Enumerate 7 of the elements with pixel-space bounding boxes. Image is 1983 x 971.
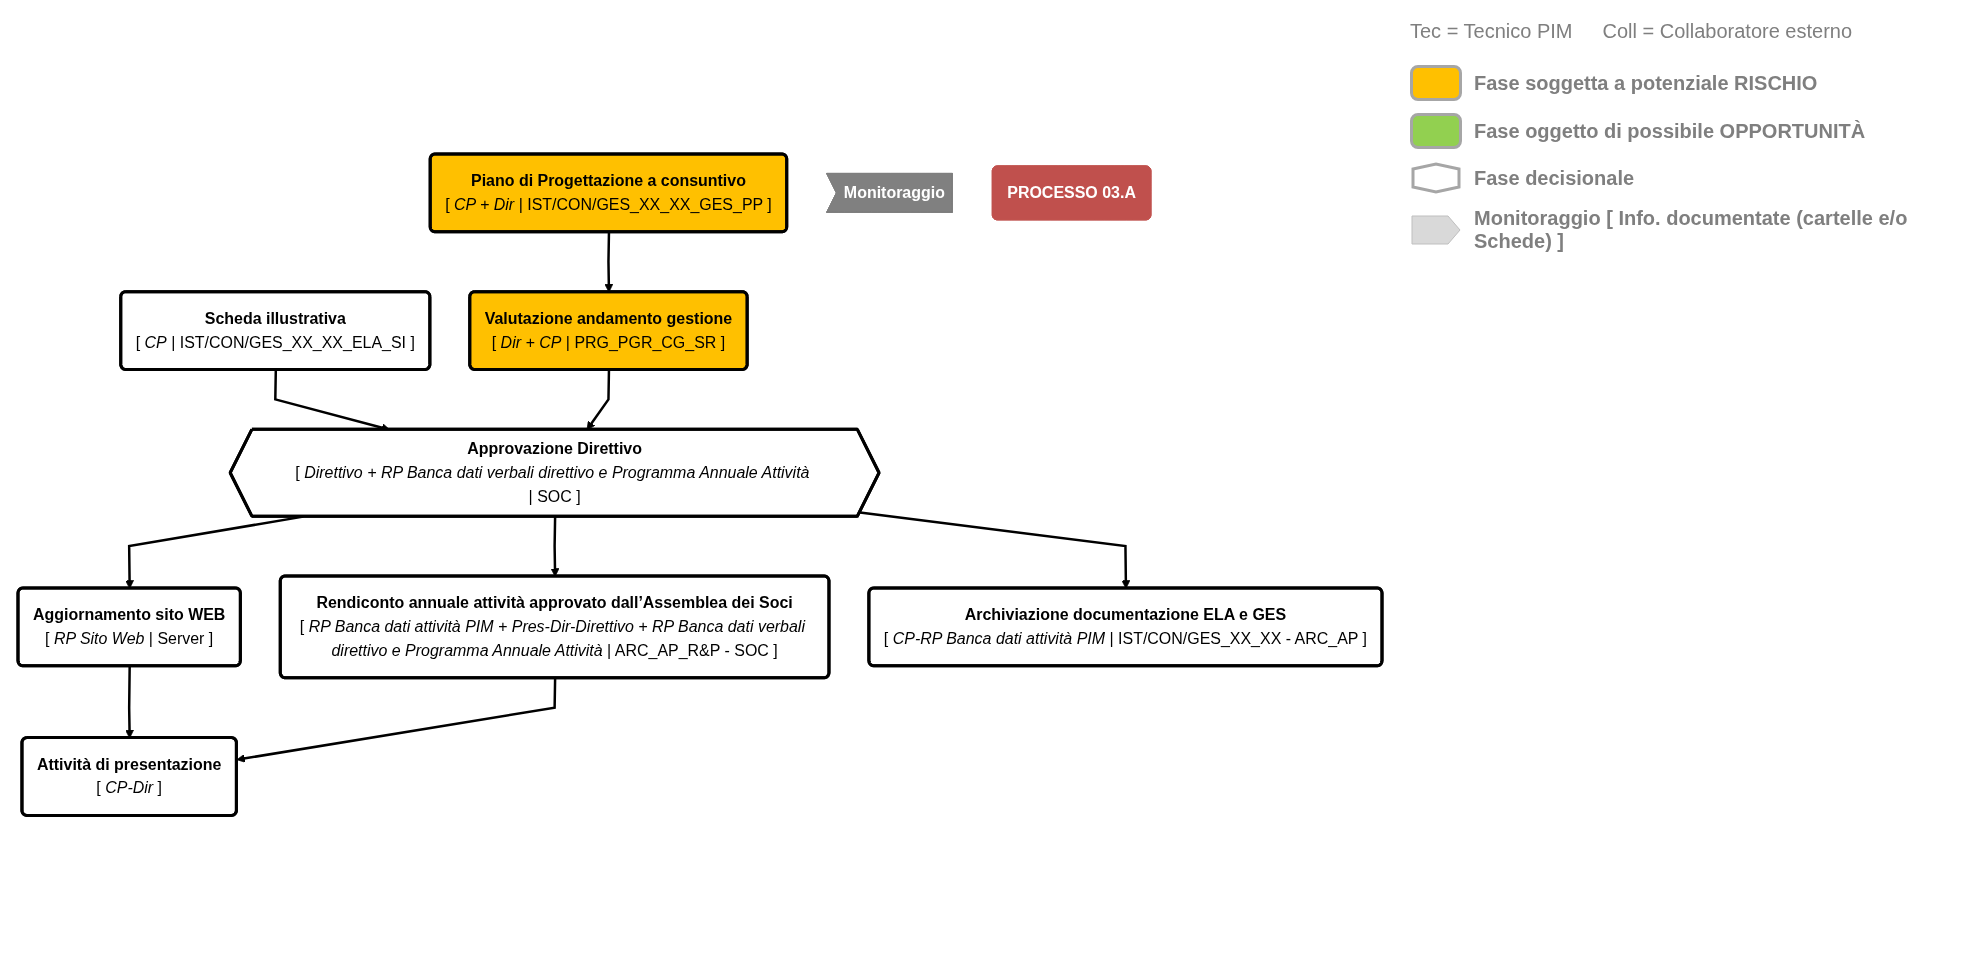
legend-label: Fase oggetto di possibile OPPORTUNITÀ — [1474, 119, 1866, 143]
note-text: Tec = Tecnico PIM — [1410, 20, 1573, 43]
legend-label: Fase soggetta a potenziale RISCHIO — [1474, 71, 1818, 95]
legend-label: Fase decisionale — [1474, 166, 1635, 190]
note-text: Coll = Collaboratore esterno — [1602, 20, 1853, 43]
legend-label: Monitoraggio [ Info. documentate (cartelle e/o Schede) ] — [1474, 207, 1909, 253]
arrow — [236, 678, 557, 763]
